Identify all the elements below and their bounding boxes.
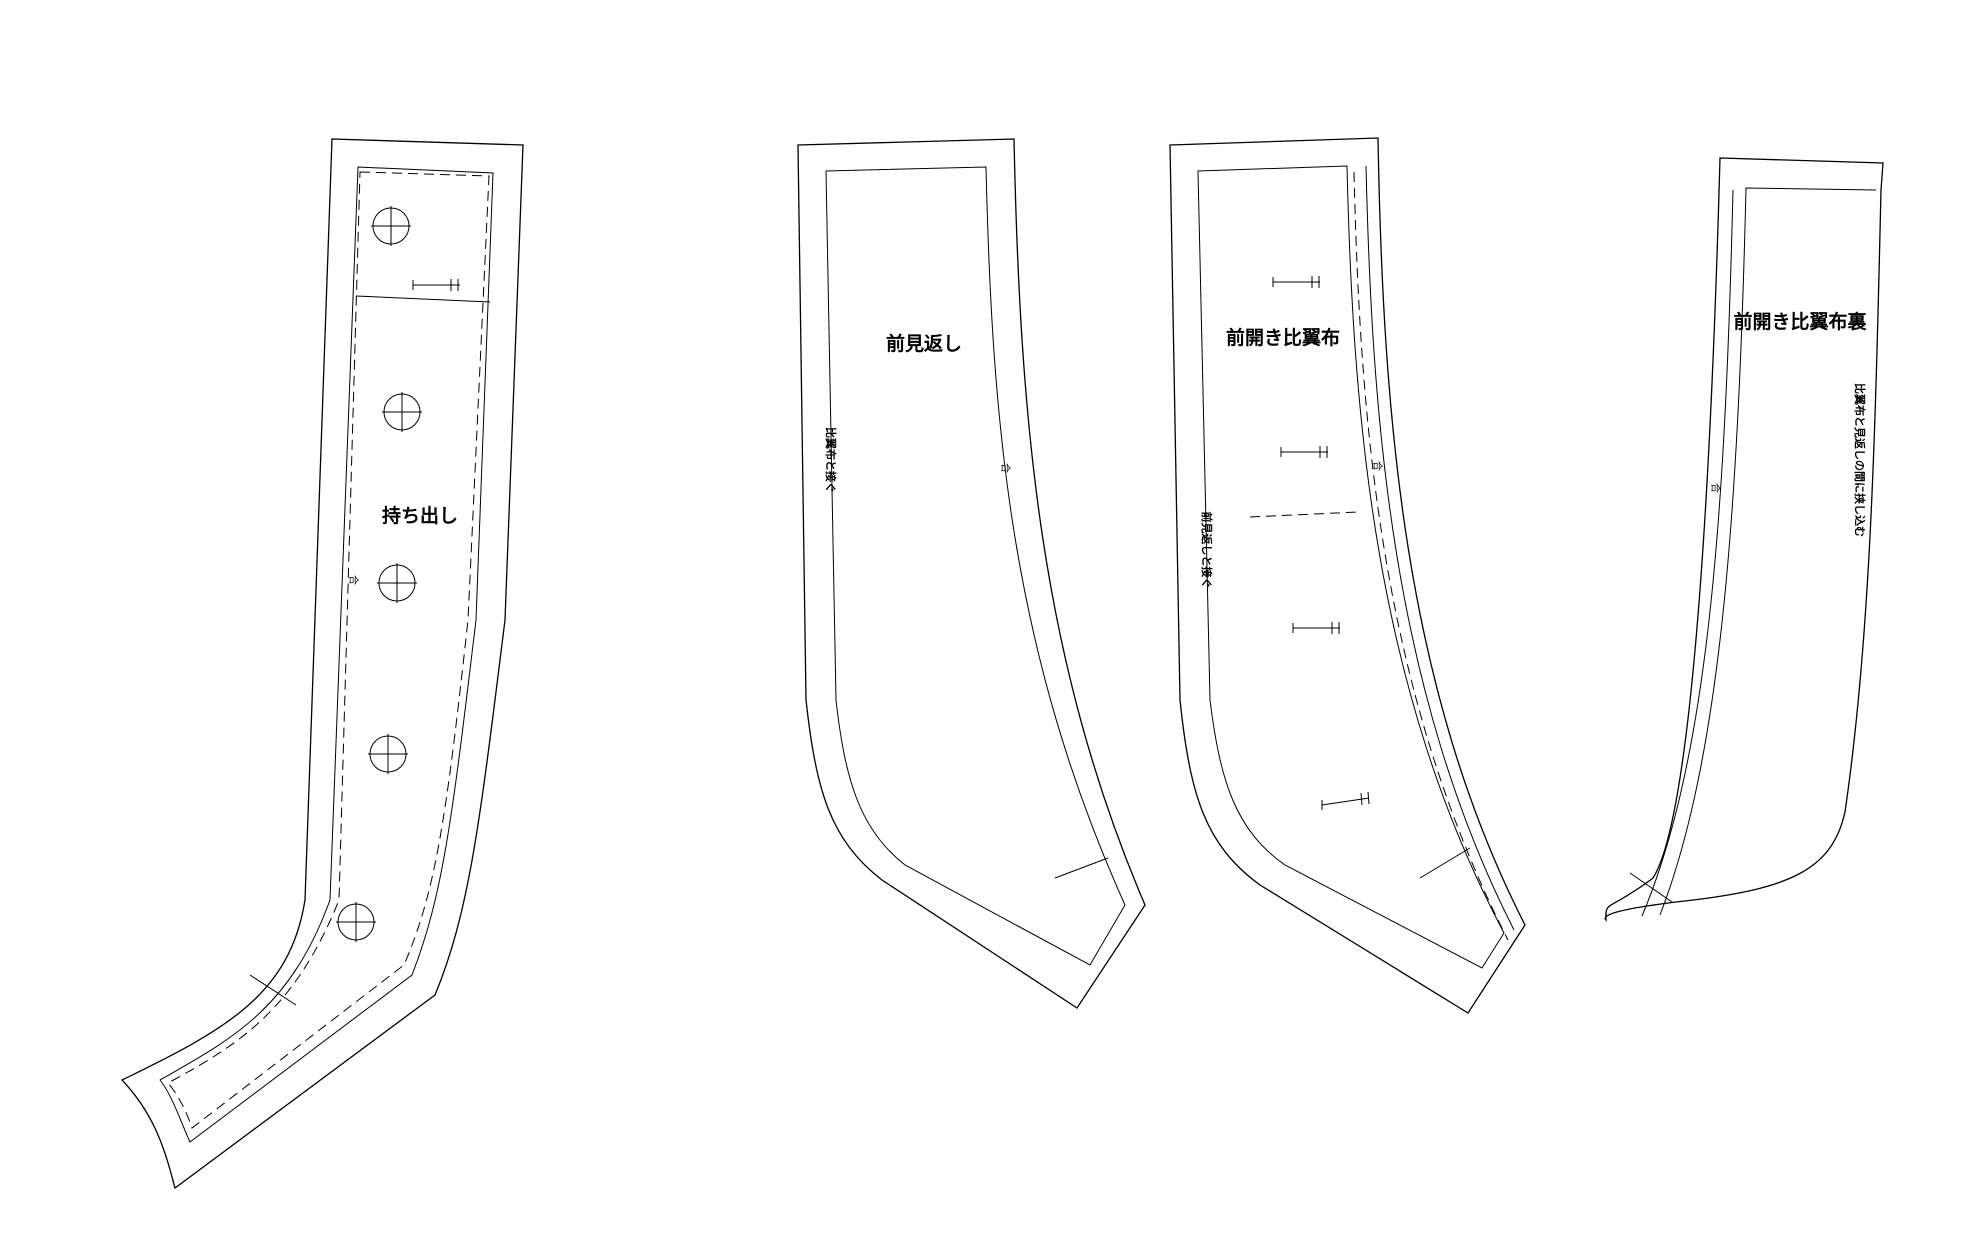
cut-line: [1604, 157, 1884, 922]
buttonhole-marks: [1272, 276, 1370, 810]
notch-mark: 合: [347, 575, 360, 585]
inner-seam-line: [1365, 165, 1515, 931]
piece-maeaki-hiyoku: 前開き比翼布 前見返しと接ぐ 合: [1169, 137, 1526, 1014]
notch-mark: 合: [999, 463, 1012, 473]
insertion-note: 比翼布と見返しの間に挟し込む: [1853, 383, 1867, 537]
button-mark-4: [368, 734, 408, 774]
buttonhole-mark: [412, 279, 460, 291]
grain-mark: [1629, 872, 1673, 903]
button-mark-2: [382, 392, 422, 432]
seam-line: [159, 166, 494, 1143]
button-marks: [336, 206, 422, 942]
joining-note: 比翼布と接ぐ: [824, 427, 838, 493]
button-mark-5: [336, 902, 376, 942]
cut-line: [120, 138, 524, 1190]
buttonhole-mark-1: [1272, 276, 1320, 288]
joining-note: 前見返しと接ぐ: [1200, 512, 1214, 589]
notch-mark: 合: [1371, 461, 1384, 471]
piece-title: 持ち出し: [382, 504, 458, 527]
seam-line: [1197, 165, 1505, 969]
notch-mark: 合: [1709, 483, 1722, 493]
divider-line: [355, 295, 491, 303]
placement-dashed-line: [1249, 511, 1359, 518]
button-mark-1: [371, 206, 411, 246]
grain-mark: [1054, 857, 1109, 879]
piece-title: 前開き比翼布裏: [1733, 310, 1867, 333]
seam-line: [1659, 187, 1877, 916]
button-mark-3: [377, 563, 417, 603]
cut-line: [797, 138, 1146, 1009]
buttonhole-mark-4: [1321, 791, 1370, 810]
fold-dashed-line: [1353, 171, 1509, 941]
seam-line: [825, 166, 1126, 966]
fold-dashed-line: [167, 171, 490, 1129]
piece-title: 前開き比翼布: [1226, 326, 1340, 349]
inner-seam-line: [1641, 189, 1734, 917]
buttonhole-mark-3: [1292, 622, 1340, 634]
grain-mark: [1419, 847, 1471, 879]
piece-maeaki-hiyoku-ura: 前開き比翼布裏 比翼布と見返しの間に挟し込む 合: [1604, 157, 1884, 922]
piece-title: 前見返し: [886, 332, 962, 355]
buttonhole-mark-2: [1280, 446, 1328, 458]
piece-mochidashi: 持ち出し 合: [120, 138, 524, 1190]
cut-line: [1169, 137, 1526, 1014]
grain-mark: [249, 974, 297, 1006]
piece-mae-mikaeshi: 前見返し 比翼布と接ぐ 合: [797, 138, 1146, 1009]
